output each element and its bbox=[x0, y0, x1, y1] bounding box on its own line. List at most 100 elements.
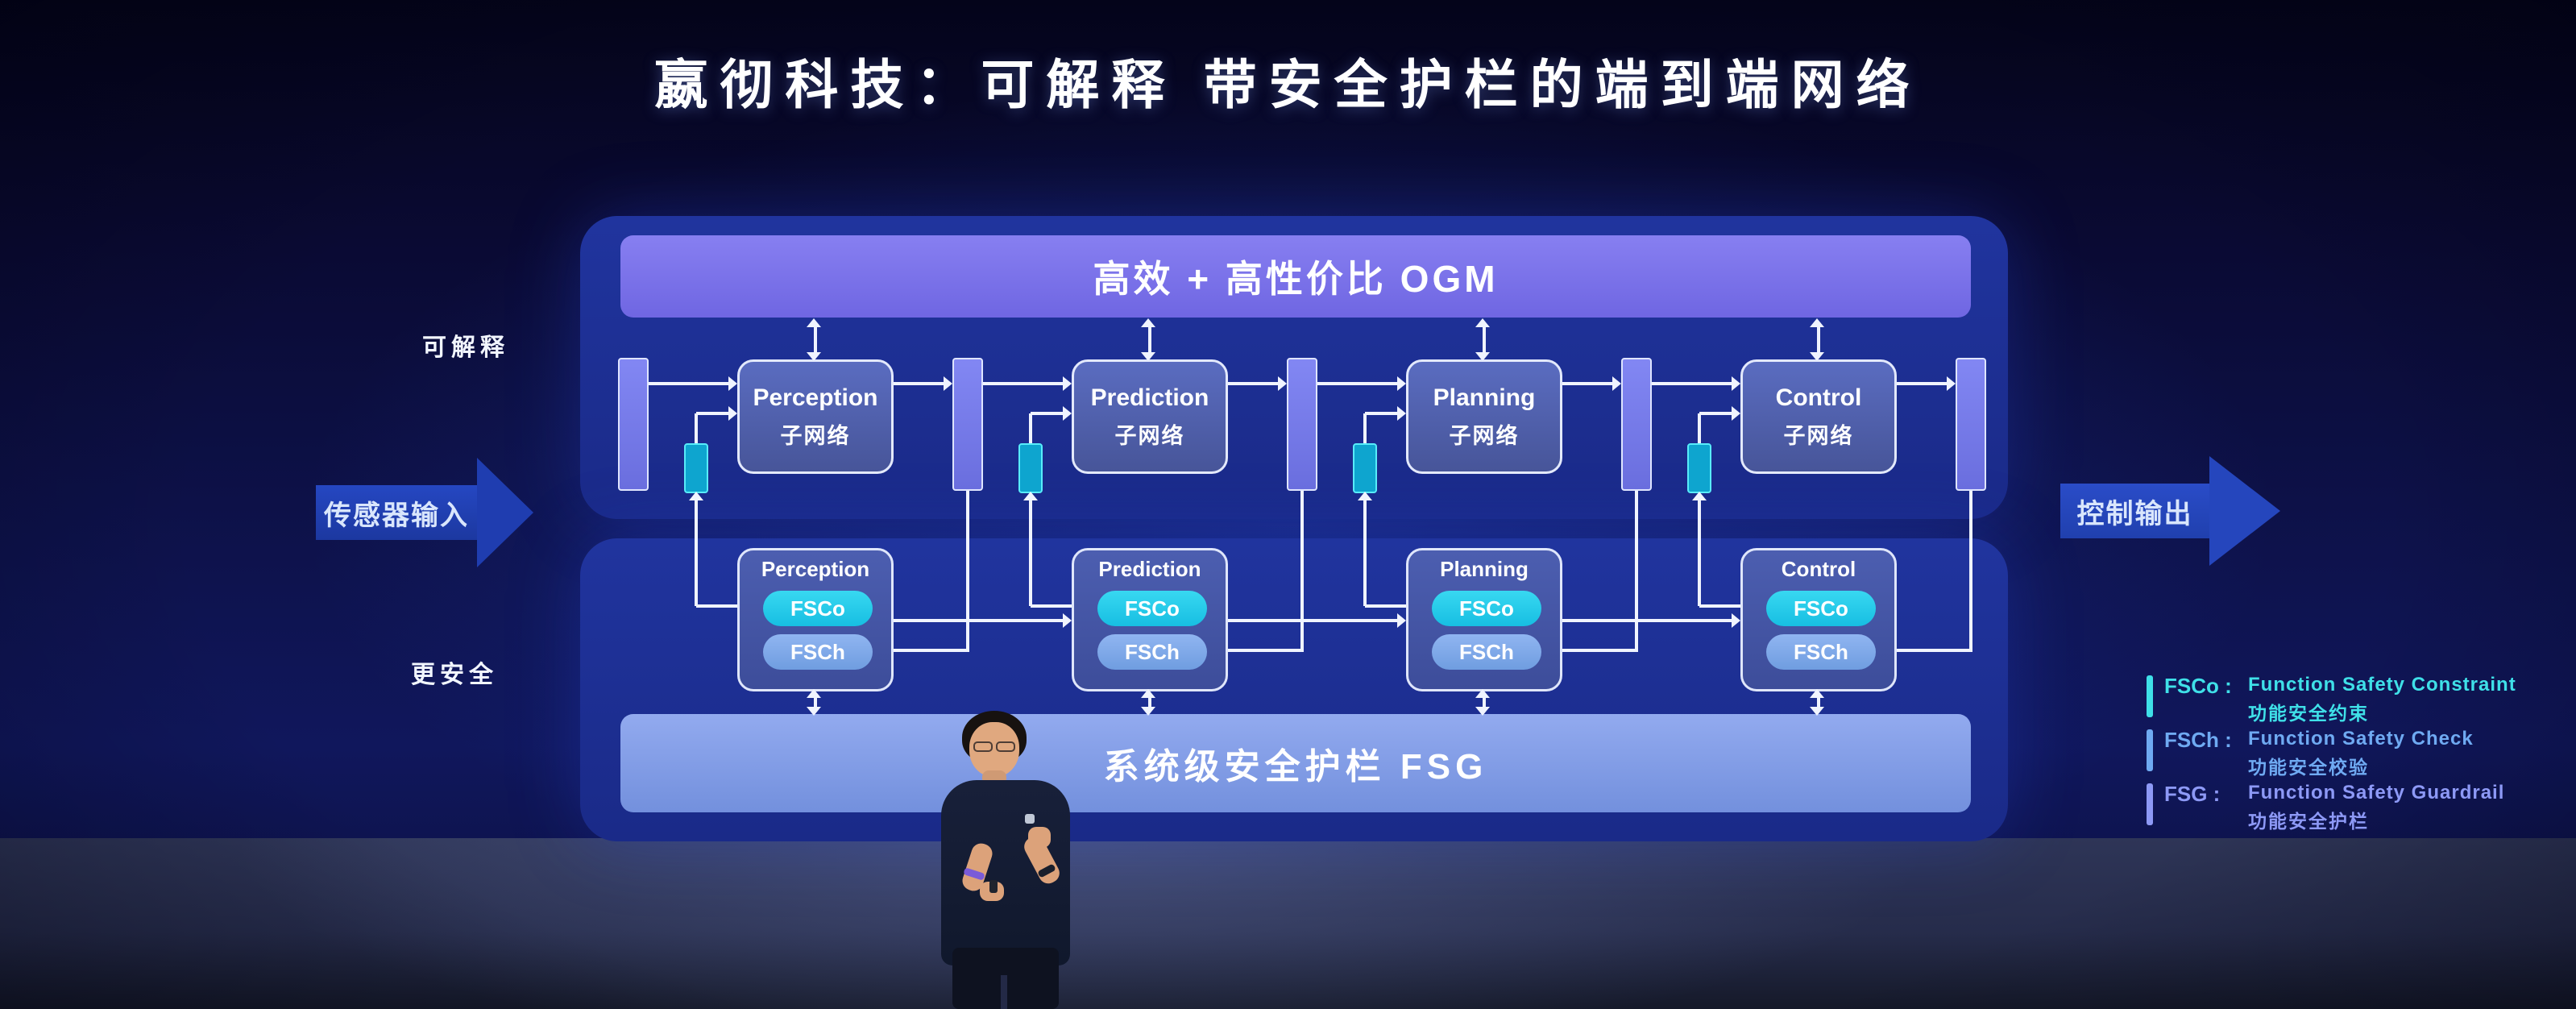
safety-group: Prediction FSCo FSCh bbox=[1072, 548, 1228, 691]
fsch-pill: FSCh bbox=[763, 634, 873, 670]
arrowhead-right-icon bbox=[728, 376, 737, 391]
ogm-link-line bbox=[1483, 326, 1486, 353]
subnet-suffix: 子网络 bbox=[1783, 423, 1854, 448]
port-to-box-line bbox=[1699, 412, 1732, 415]
fsch-pill: FSCh bbox=[1432, 634, 1541, 670]
group-chain-line bbox=[1562, 619, 1732, 622]
arrowhead-down-icon bbox=[1810, 352, 1824, 361]
sensor-input-arrowhead bbox=[477, 458, 533, 567]
arrow-bar-to-box bbox=[1317, 382, 1397, 385]
presenter-leg-gap bbox=[1001, 975, 1007, 1009]
legend-en: Function Safety Constraint bbox=[2248, 674, 2516, 696]
fsg-link-line bbox=[1483, 696, 1486, 708]
arrowhead-down-icon bbox=[807, 707, 821, 716]
control-output-label: 控制输出 bbox=[2076, 498, 2193, 529]
fsg-link-line bbox=[1817, 696, 1820, 708]
presenter-glasses bbox=[973, 741, 993, 752]
fsg-link-line bbox=[814, 696, 817, 708]
label-safer: 更安全 bbox=[411, 662, 498, 688]
arrowhead-right-icon bbox=[1397, 406, 1406, 421]
arrowhead-right-icon bbox=[1278, 376, 1287, 391]
check-drop-line bbox=[966, 491, 969, 650]
arrowhead-right-icon bbox=[1063, 376, 1072, 391]
arrowhead-down-icon bbox=[807, 352, 821, 361]
arrowhead-down-icon bbox=[1475, 707, 1490, 716]
arrowhead-down-icon bbox=[1475, 352, 1490, 361]
group-chain-line bbox=[1228, 619, 1397, 622]
arrow-bar-to-box bbox=[1652, 382, 1732, 385]
port-riser-line bbox=[1029, 413, 1032, 443]
arrowhead-up-icon bbox=[1810, 318, 1824, 327]
port-to-box-line bbox=[1031, 412, 1063, 415]
arrow-bar-to-box bbox=[649, 382, 728, 385]
constraint-out-line bbox=[1031, 604, 1072, 608]
constraint-rise-line bbox=[1029, 500, 1032, 606]
safety-group-name: Control bbox=[1781, 557, 1856, 581]
constraint-out-line bbox=[696, 604, 737, 608]
arrow-box-to-bar bbox=[1228, 382, 1278, 385]
port-riser-line bbox=[1698, 413, 1701, 443]
port-to-box-line bbox=[696, 412, 728, 415]
feature-bar bbox=[1287, 358, 1317, 491]
label-explainable: 可解释 bbox=[422, 334, 509, 361]
arrowhead-up-icon bbox=[1475, 318, 1490, 327]
arrowhead-right-icon bbox=[1063, 406, 1072, 421]
fsco-pill: FSCo bbox=[763, 591, 873, 626]
presenter-glasses bbox=[996, 741, 1015, 752]
check-drop-line bbox=[1969, 491, 1972, 650]
legend-zh: 功能安全校验 bbox=[2248, 757, 2369, 778]
arrow-box-to-bar bbox=[1897, 382, 1947, 385]
ogm-link-line bbox=[1817, 326, 1820, 353]
subnet-box: Planning 子网络 bbox=[1406, 359, 1562, 474]
legend-tick-icon bbox=[2147, 675, 2153, 717]
constraint-out-line bbox=[1699, 604, 1740, 608]
arrowhead-up-icon bbox=[1475, 689, 1490, 698]
constraint-rise-line bbox=[695, 500, 698, 606]
subnet-suffix: 子网络 bbox=[1114, 423, 1185, 448]
constraint-port bbox=[1018, 443, 1043, 493]
arrowhead-up-icon bbox=[1810, 689, 1824, 698]
arrowhead-down-icon bbox=[1141, 707, 1155, 716]
legend-tick-icon bbox=[2147, 783, 2153, 825]
legend-en: Function Safety Guardrail bbox=[2248, 782, 2505, 803]
safety-group-name: Prediction bbox=[1098, 557, 1201, 581]
port-riser-line bbox=[695, 413, 698, 443]
fsco-pill: FSCo bbox=[1097, 591, 1207, 626]
arrowhead-up-icon bbox=[1692, 492, 1707, 500]
arrowhead-down-icon bbox=[1141, 352, 1155, 361]
arrowhead-up-icon bbox=[1141, 689, 1155, 698]
legend-abbr: FSCh : bbox=[2164, 728, 2232, 752]
subnet-name: Perception bbox=[753, 384, 878, 411]
fsch-pill: FSCh bbox=[1097, 634, 1207, 670]
feature-bar bbox=[1956, 358, 1986, 491]
arrowhead-right-icon bbox=[1947, 376, 1956, 391]
safety-group: Perception FSCo FSCh bbox=[737, 548, 894, 691]
fsg-bar: 系统级安全护栏 FSG bbox=[620, 714, 1971, 812]
safety-group: Planning FSCo FSCh bbox=[1406, 548, 1562, 691]
arrowhead-up-icon bbox=[1023, 492, 1038, 500]
constraint-port bbox=[1687, 443, 1711, 493]
legend-tick-icon bbox=[2147, 729, 2153, 771]
safety-group: Control FSCo FSCh bbox=[1740, 548, 1897, 691]
ogm-link-line bbox=[814, 326, 817, 353]
fsg-link-line bbox=[1148, 696, 1151, 708]
group-chain-line bbox=[894, 619, 1063, 622]
arrowhead-right-icon bbox=[1732, 613, 1740, 628]
subnet-box: Prediction 子网络 bbox=[1072, 359, 1228, 474]
subnet-name: Planning bbox=[1433, 384, 1536, 411]
fsch-pill: FSCh bbox=[1766, 634, 1876, 670]
constraint-port bbox=[684, 443, 708, 493]
fsco-pill: FSCo bbox=[1432, 591, 1541, 626]
ogm-bar: 高效 + 高性价比 OGM bbox=[620, 235, 1971, 318]
presenter-logo bbox=[1025, 814, 1035, 824]
fsco-pill: FSCo bbox=[1766, 591, 1876, 626]
presenter-left-hand bbox=[1028, 827, 1051, 848]
subnet-name: Control bbox=[1775, 384, 1862, 411]
arrowhead-right-icon bbox=[1397, 613, 1406, 628]
check-drop-line bbox=[1300, 491, 1304, 650]
stage-wall bbox=[0, 838, 2576, 1009]
feature-bar bbox=[952, 358, 983, 491]
legend-item-fsco: FSCo : Function Safety Constraint 功能安全约束 bbox=[2147, 674, 2525, 724]
arrowhead-right-icon bbox=[944, 376, 952, 391]
